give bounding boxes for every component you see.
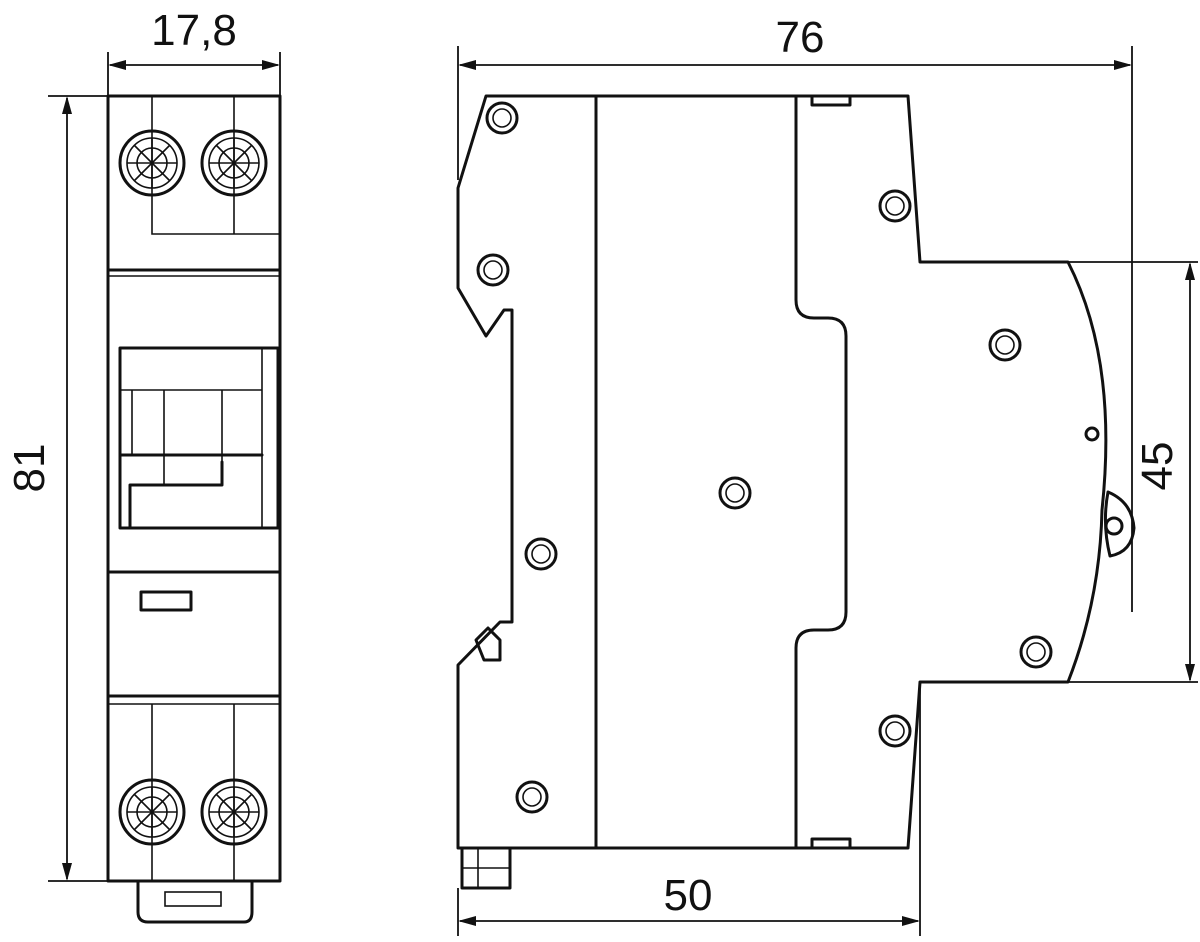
dimension-base-depth-side: 50 <box>457 682 921 936</box>
dimension-label-rail-height: 45 <box>1133 442 1182 491</box>
front-body-outline <box>106 94 282 883</box>
terminal-screw-icon <box>200 129 268 197</box>
dimension-rail-height: 45 <box>1068 261 1198 683</box>
side-view <box>456 94 1136 890</box>
dimension-depth-side: 76 <box>457 13 1133 612</box>
rivet-icon <box>524 537 558 571</box>
rivet-icon <box>485 101 519 135</box>
terminal-screw-icon <box>118 778 186 846</box>
rivet-icon <box>718 476 752 510</box>
toggle-lever-icon <box>118 346 280 530</box>
dimension-label-width: 17,8 <box>151 6 237 55</box>
din-clip-icon <box>136 879 254 924</box>
rivet-icon <box>476 253 510 287</box>
rivet-icon <box>878 189 912 223</box>
rivet-icon <box>878 714 912 748</box>
status-window-icon <box>139 590 193 612</box>
release-lever-icon <box>1103 490 1136 558</box>
dimension-width-front: 17,8 <box>107 6 281 96</box>
terminal-screw-icon <box>200 778 268 846</box>
front-view <box>106 94 282 924</box>
indicator-dot-icon <box>1084 426 1100 442</box>
rivet-icon <box>515 780 549 814</box>
dimension-label-base-depth: 50 <box>664 871 713 920</box>
terminal-screw-icon <box>118 129 186 197</box>
rivet-icon <box>1019 635 1053 669</box>
side-body-outline <box>456 94 1108 850</box>
dimension-label-height: 81 <box>5 444 54 493</box>
dimension-label-depth: 76 <box>776 13 825 62</box>
dimension-height-front: 81 <box>5 95 108 882</box>
rivet-icon <box>988 328 1022 362</box>
